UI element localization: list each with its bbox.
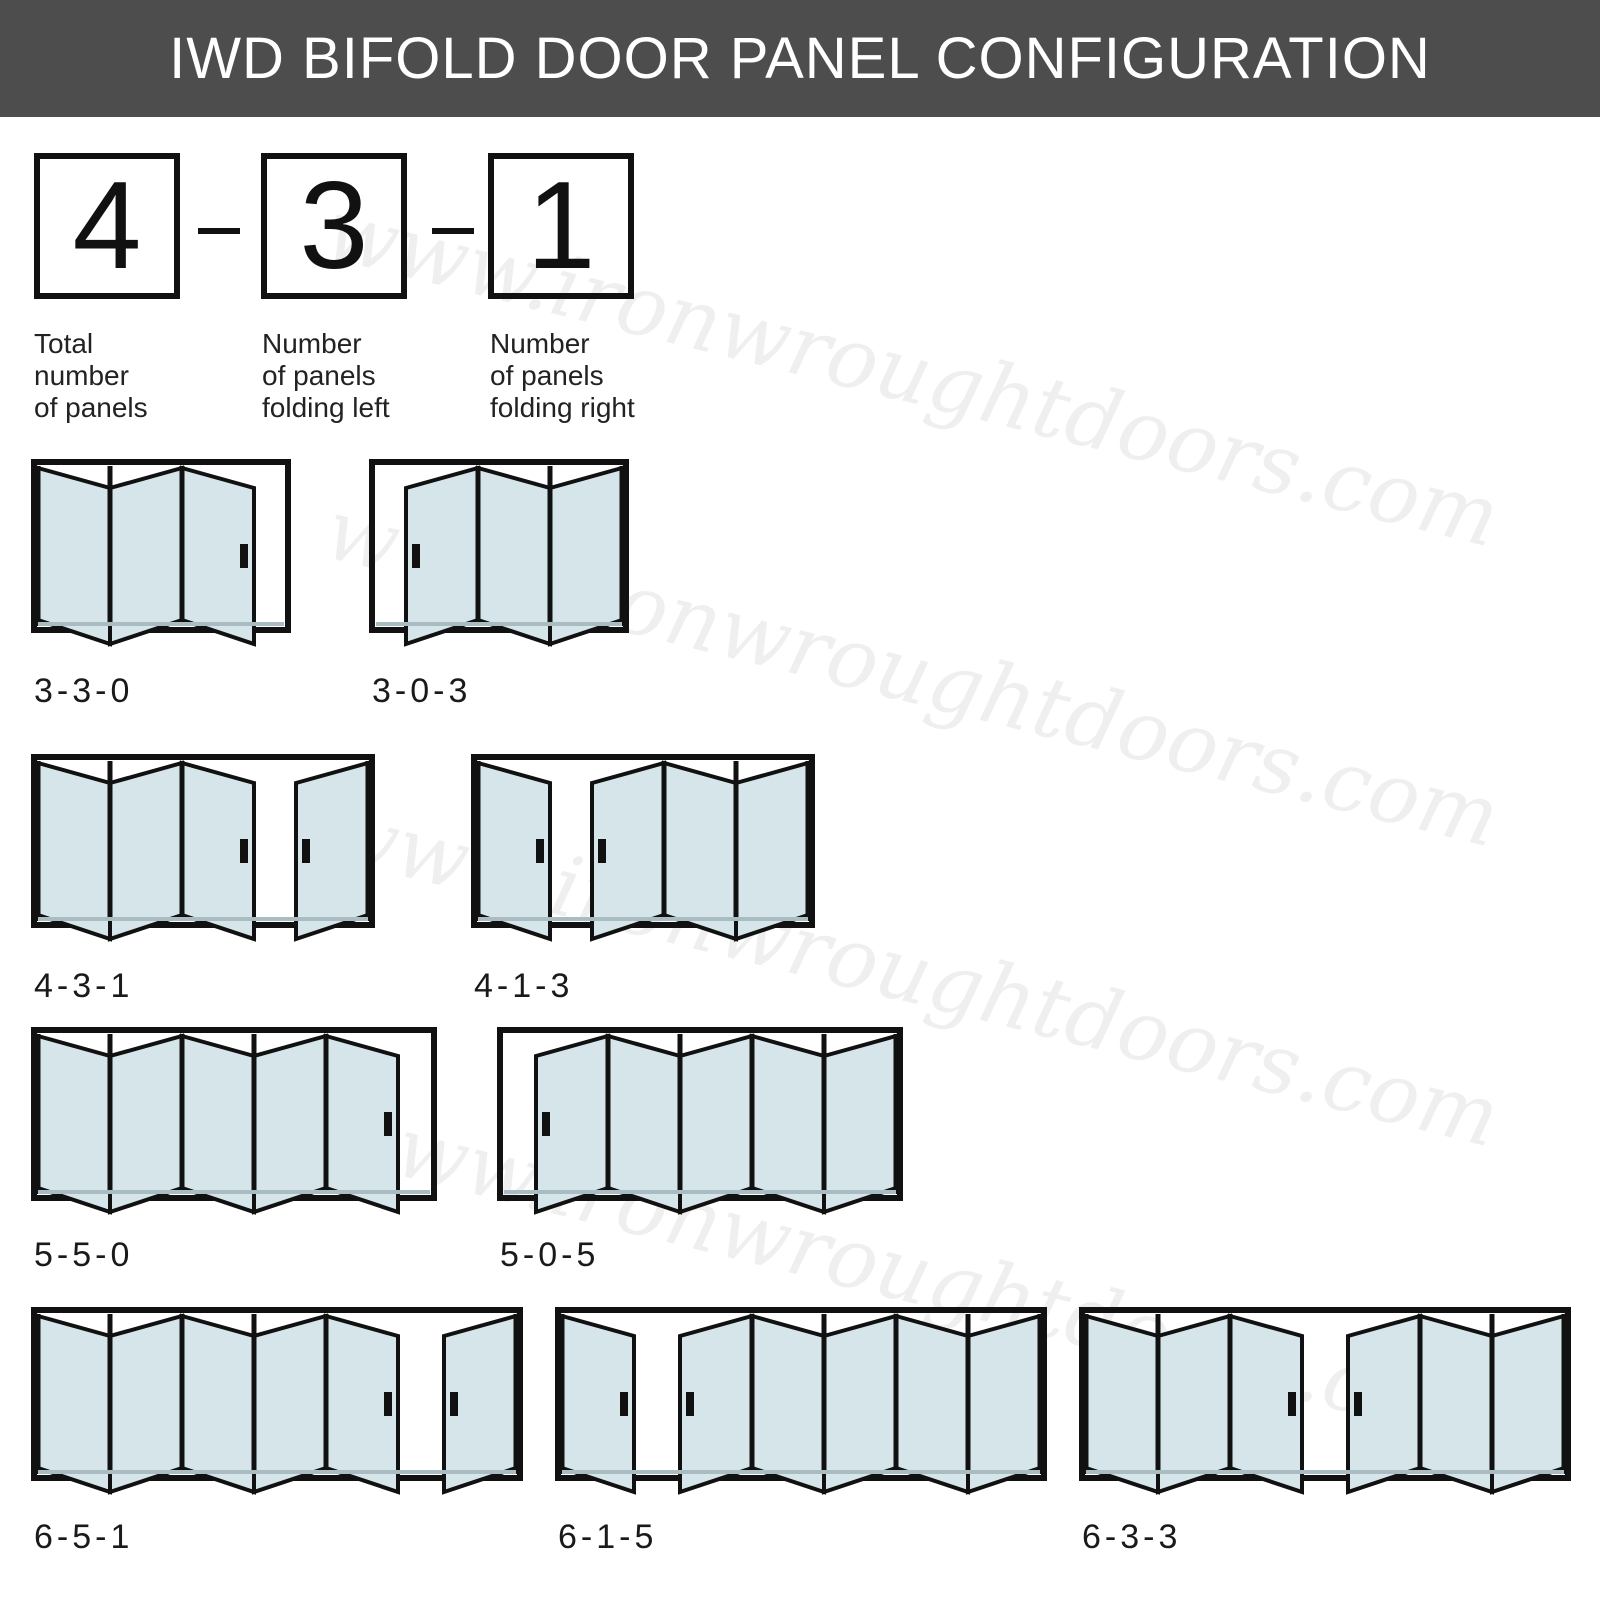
door-group xyxy=(369,459,629,647)
door-handle-icon xyxy=(384,1392,392,1416)
door-handle-icon xyxy=(302,839,310,863)
door-handle-icon xyxy=(384,1112,392,1136)
config-label-4-1-3: 4-1-3 xyxy=(474,967,574,1005)
config-label-6-5-1: 6-5-1 xyxy=(34,1518,134,1556)
door-group xyxy=(555,1307,1047,1495)
door-frame xyxy=(1079,1307,1571,1481)
door-group xyxy=(31,1027,437,1215)
door-handle-icon xyxy=(240,544,248,568)
door-frame xyxy=(31,459,291,633)
door-group xyxy=(31,1307,523,1495)
config-label-6-1-5: 6-1-5 xyxy=(558,1518,658,1556)
door-panel xyxy=(1418,1313,1494,1495)
config-label-3-3-0: 3-3-0 xyxy=(34,672,134,710)
total-panels-box: 4 xyxy=(34,153,180,299)
separator-dash xyxy=(432,228,474,234)
door-group xyxy=(471,754,815,942)
door-handle-icon xyxy=(542,1112,550,1136)
door-frame xyxy=(369,459,629,633)
separator-dash xyxy=(198,228,240,234)
door-group xyxy=(1079,1307,1571,1495)
left-panels-box: 3 xyxy=(261,153,407,299)
door-panel xyxy=(1156,1313,1232,1495)
door-handle-icon xyxy=(536,839,544,863)
door-handle-icon xyxy=(598,839,606,863)
door-handle-icon xyxy=(450,1392,458,1416)
door-panel xyxy=(1490,1313,1566,1495)
door-handle-icon xyxy=(240,839,248,863)
door-handle-icon xyxy=(686,1392,694,1416)
door-frame xyxy=(31,754,375,928)
door-panel xyxy=(1084,1313,1160,1495)
right-panels-box: 1 xyxy=(488,153,634,299)
config-label-3-0-3: 3-0-3 xyxy=(372,672,472,710)
config-label-6-3-3: 6-3-3 xyxy=(1082,1518,1182,1556)
left-panels-description: Number of panels folding left xyxy=(262,328,390,423)
door-group xyxy=(31,754,375,942)
right-panels-description: Number of panels folding right xyxy=(490,328,635,423)
door-group xyxy=(31,459,291,647)
config-label-4-3-1: 4-3-1 xyxy=(34,967,134,1005)
door-handle-icon xyxy=(412,544,420,568)
total-panels-description: Total number of panels xyxy=(34,328,148,423)
door-handle-icon xyxy=(620,1392,628,1416)
page-title: IWD BIFOLD DOOR PANEL CONFIGURATION xyxy=(0,0,1600,117)
config-label-5-0-5: 5-0-5 xyxy=(500,1236,600,1274)
config-label-5-5-0: 5-5-0 xyxy=(34,1236,134,1274)
door-frame xyxy=(471,754,815,928)
door-handle-icon xyxy=(1354,1392,1362,1416)
door-group xyxy=(497,1027,903,1215)
door-handle-icon xyxy=(1288,1392,1296,1416)
